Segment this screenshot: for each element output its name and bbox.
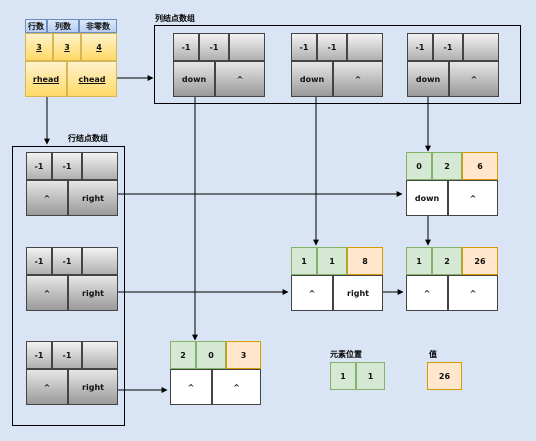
node-row: 1: [406, 247, 432, 275]
col-head-down: down: [407, 61, 449, 97]
row-head-field: -1: [26, 152, 52, 180]
row-head-right: right: [68, 369, 118, 405]
node-down: ^: [406, 275, 448, 311]
col-head-field: -1: [173, 33, 199, 61]
legend-position-row: 1: [330, 362, 356, 390]
node-value: 6: [462, 152, 498, 180]
legend-value: 26: [427, 362, 462, 390]
row-head-down: ^: [26, 180, 68, 216]
row-head-field: [82, 341, 118, 369]
node-col: 2: [432, 247, 462, 275]
col-head-field: -1: [407, 33, 433, 61]
row-head-field: -1: [52, 152, 82, 180]
row-head-field: -1: [52, 247, 82, 275]
node-col: 1: [317, 247, 347, 275]
node-right: right: [333, 275, 383, 311]
row-head-down: ^: [26, 275, 68, 311]
nonzero-value: 4: [81, 33, 117, 61]
row-array-title: 行结点数组: [68, 134, 108, 143]
row-head-field: -1: [26, 247, 52, 275]
row-head-down: ^: [26, 369, 68, 405]
col-head-field: -1: [433, 33, 463, 61]
col-array-title: 列结点数组: [155, 14, 195, 23]
col-head-right: ^: [449, 61, 499, 97]
node-down: down: [406, 180, 448, 216]
col-head-right: ^: [215, 61, 265, 97]
col-array-frame: [154, 25, 521, 104]
col-head-field: [463, 33, 499, 61]
col-head-field: [229, 33, 265, 61]
col-head-field: -1: [291, 33, 317, 61]
header-rows-label: 行数: [25, 19, 47, 33]
node-row: 2: [170, 341, 196, 369]
node-col: 2: [432, 152, 462, 180]
rhead-pointer: rhead: [25, 61, 67, 97]
node-value: 8: [347, 247, 383, 275]
row-head-field: [82, 247, 118, 275]
node-value: 26: [462, 247, 498, 275]
col-head-field: -1: [317, 33, 347, 61]
col-head-down: down: [291, 61, 333, 97]
row-array-frame: [12, 146, 125, 426]
rows-value: 3: [25, 33, 53, 61]
row-head-field: -1: [26, 341, 52, 369]
header-cols-label: 列数: [47, 19, 79, 33]
cols-value: 3: [53, 33, 81, 61]
legend-position-col: 1: [356, 362, 385, 390]
col-head-field: -1: [199, 33, 229, 61]
node-right: ^: [212, 369, 261, 405]
row-head-field: -1: [52, 341, 82, 369]
col-head-down: down: [173, 61, 215, 97]
node-down: ^: [170, 369, 212, 405]
node-right: ^: [448, 180, 498, 216]
row-head-right: right: [68, 180, 118, 216]
node-right: ^: [448, 275, 498, 311]
node-row: 1: [291, 247, 317, 275]
col-head-field: [347, 33, 383, 61]
chead-pointer: chead: [67, 61, 117, 97]
header-nonzero-label: 非零数: [79, 19, 117, 33]
row-head-right: right: [68, 275, 118, 311]
node-row: 0: [406, 152, 432, 180]
node-down: ^: [291, 275, 333, 311]
row-head-field: [82, 152, 118, 180]
legend-position-label: 元素位置: [330, 350, 362, 359]
legend-value-label: 值: [429, 350, 437, 359]
node-col: 0: [196, 341, 226, 369]
node-value: 3: [226, 341, 261, 369]
col-head-right: ^: [333, 61, 383, 97]
